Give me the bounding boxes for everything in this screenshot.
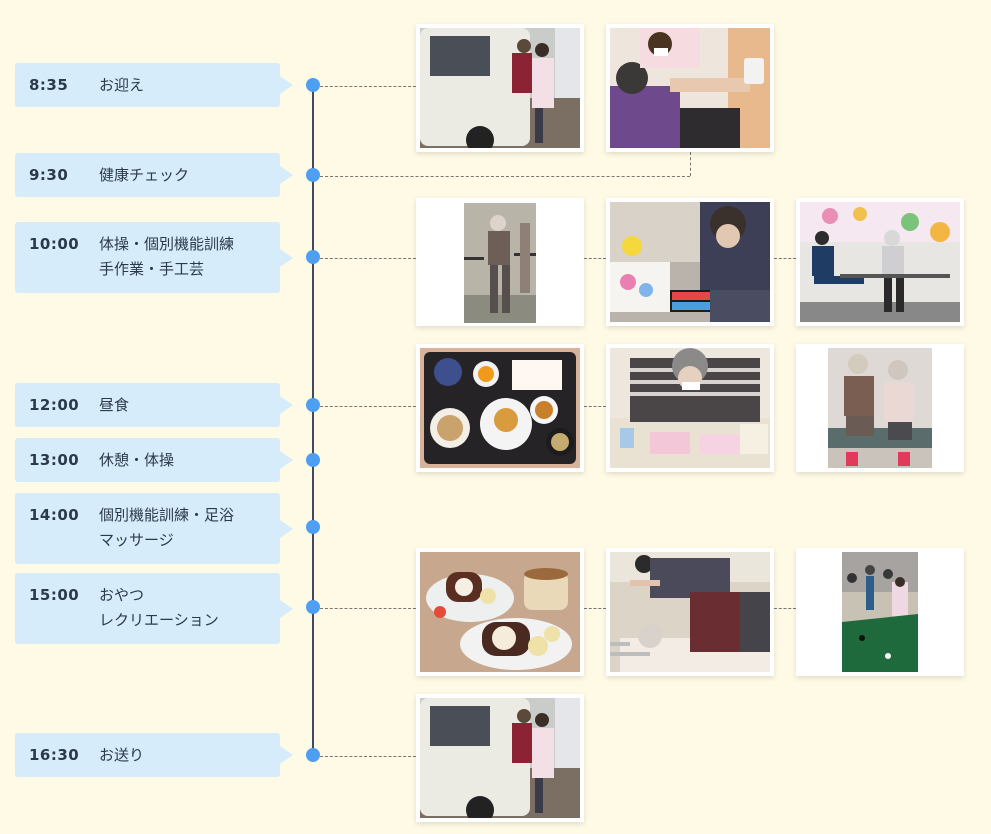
- timeline-dot: [306, 600, 320, 614]
- schedule-item-1630: 16:30 お送り: [15, 733, 293, 777]
- photo-paper-craft: [606, 344, 774, 472]
- schedule-time: 14:00: [29, 506, 80, 524]
- photo-resting-seniors: [796, 344, 964, 472]
- schedule-desc: 昼食: [99, 396, 130, 414]
- schedule-time: 12:00: [29, 396, 80, 414]
- photo-snack-rollcake: [416, 548, 584, 676]
- schedule-time: 16:30: [29, 746, 80, 764]
- timeline-dot: [306, 78, 320, 92]
- connector-line: [320, 406, 416, 407]
- schedule-item-1200: 12:00 昼食: [15, 383, 293, 427]
- schedule-item-1400: 14:00 個別機能訓練・足浴 マッサージ: [15, 493, 293, 564]
- photo-massage: [606, 548, 774, 676]
- schedule-time: 9:30: [29, 166, 69, 184]
- timeline-dot: [306, 748, 320, 762]
- timeline-dot: [306, 520, 320, 534]
- timeline-dot: [306, 453, 320, 467]
- schedule-item-1500: 15:00 おやつ レクリエーション: [15, 573, 293, 644]
- schedule-desc: 健康チェック: [99, 166, 190, 184]
- schedule-desc: 体操・個別機能訓練 手作業・手工芸: [99, 235, 235, 278]
- schedule-desc: 休憩・体操: [99, 451, 175, 469]
- schedule-desc: お送り: [99, 746, 145, 764]
- photo-exercise-staff: [796, 198, 964, 326]
- timeline-dot: [306, 168, 320, 182]
- schedule-time: 8:35: [29, 76, 69, 94]
- timeline-dot: [306, 398, 320, 412]
- photo-dropoff-van: [416, 694, 584, 822]
- connector-line: [774, 608, 796, 609]
- schedule-item-1000: 10:00 体操・個別機能訓練 手作業・手工芸: [15, 222, 293, 293]
- connector-line: [584, 608, 606, 609]
- schedule-item-0930: 9:30 健康チェック: [15, 153, 293, 197]
- photo-handicraft-painting: [606, 198, 774, 326]
- connector-line: [320, 756, 416, 757]
- photo-pickup-van: [416, 24, 584, 152]
- schedule-desc: 個別機能訓練・足浴 マッサージ: [99, 506, 235, 549]
- connector-line: [320, 86, 416, 87]
- schedule-desc: おやつ レクリエーション: [99, 586, 219, 629]
- timeline-line: [312, 85, 314, 757]
- connector-line: [320, 258, 416, 259]
- connector-line: [320, 608, 416, 609]
- schedule-item-0835: 8:35 お迎え: [15, 63, 293, 107]
- connector-line: [320, 176, 690, 177]
- connector-line: [584, 406, 606, 407]
- photo-lunch-tray: [416, 344, 584, 472]
- connector-line: [690, 152, 691, 176]
- schedule-desc: お迎え: [99, 76, 145, 94]
- schedule-time: 10:00: [29, 235, 80, 253]
- schedule-time: 13:00: [29, 451, 80, 469]
- schedule-item-1300: 13:00 休憩・体操: [15, 438, 293, 482]
- connector-line: [584, 258, 606, 259]
- connector-line: [774, 258, 796, 259]
- timeline-dot: [306, 250, 320, 264]
- photo-walking-bars: [416, 198, 584, 326]
- schedule-time: 15:00: [29, 586, 80, 604]
- photo-mini-golf: [796, 548, 964, 676]
- photo-health-check: [606, 24, 774, 152]
